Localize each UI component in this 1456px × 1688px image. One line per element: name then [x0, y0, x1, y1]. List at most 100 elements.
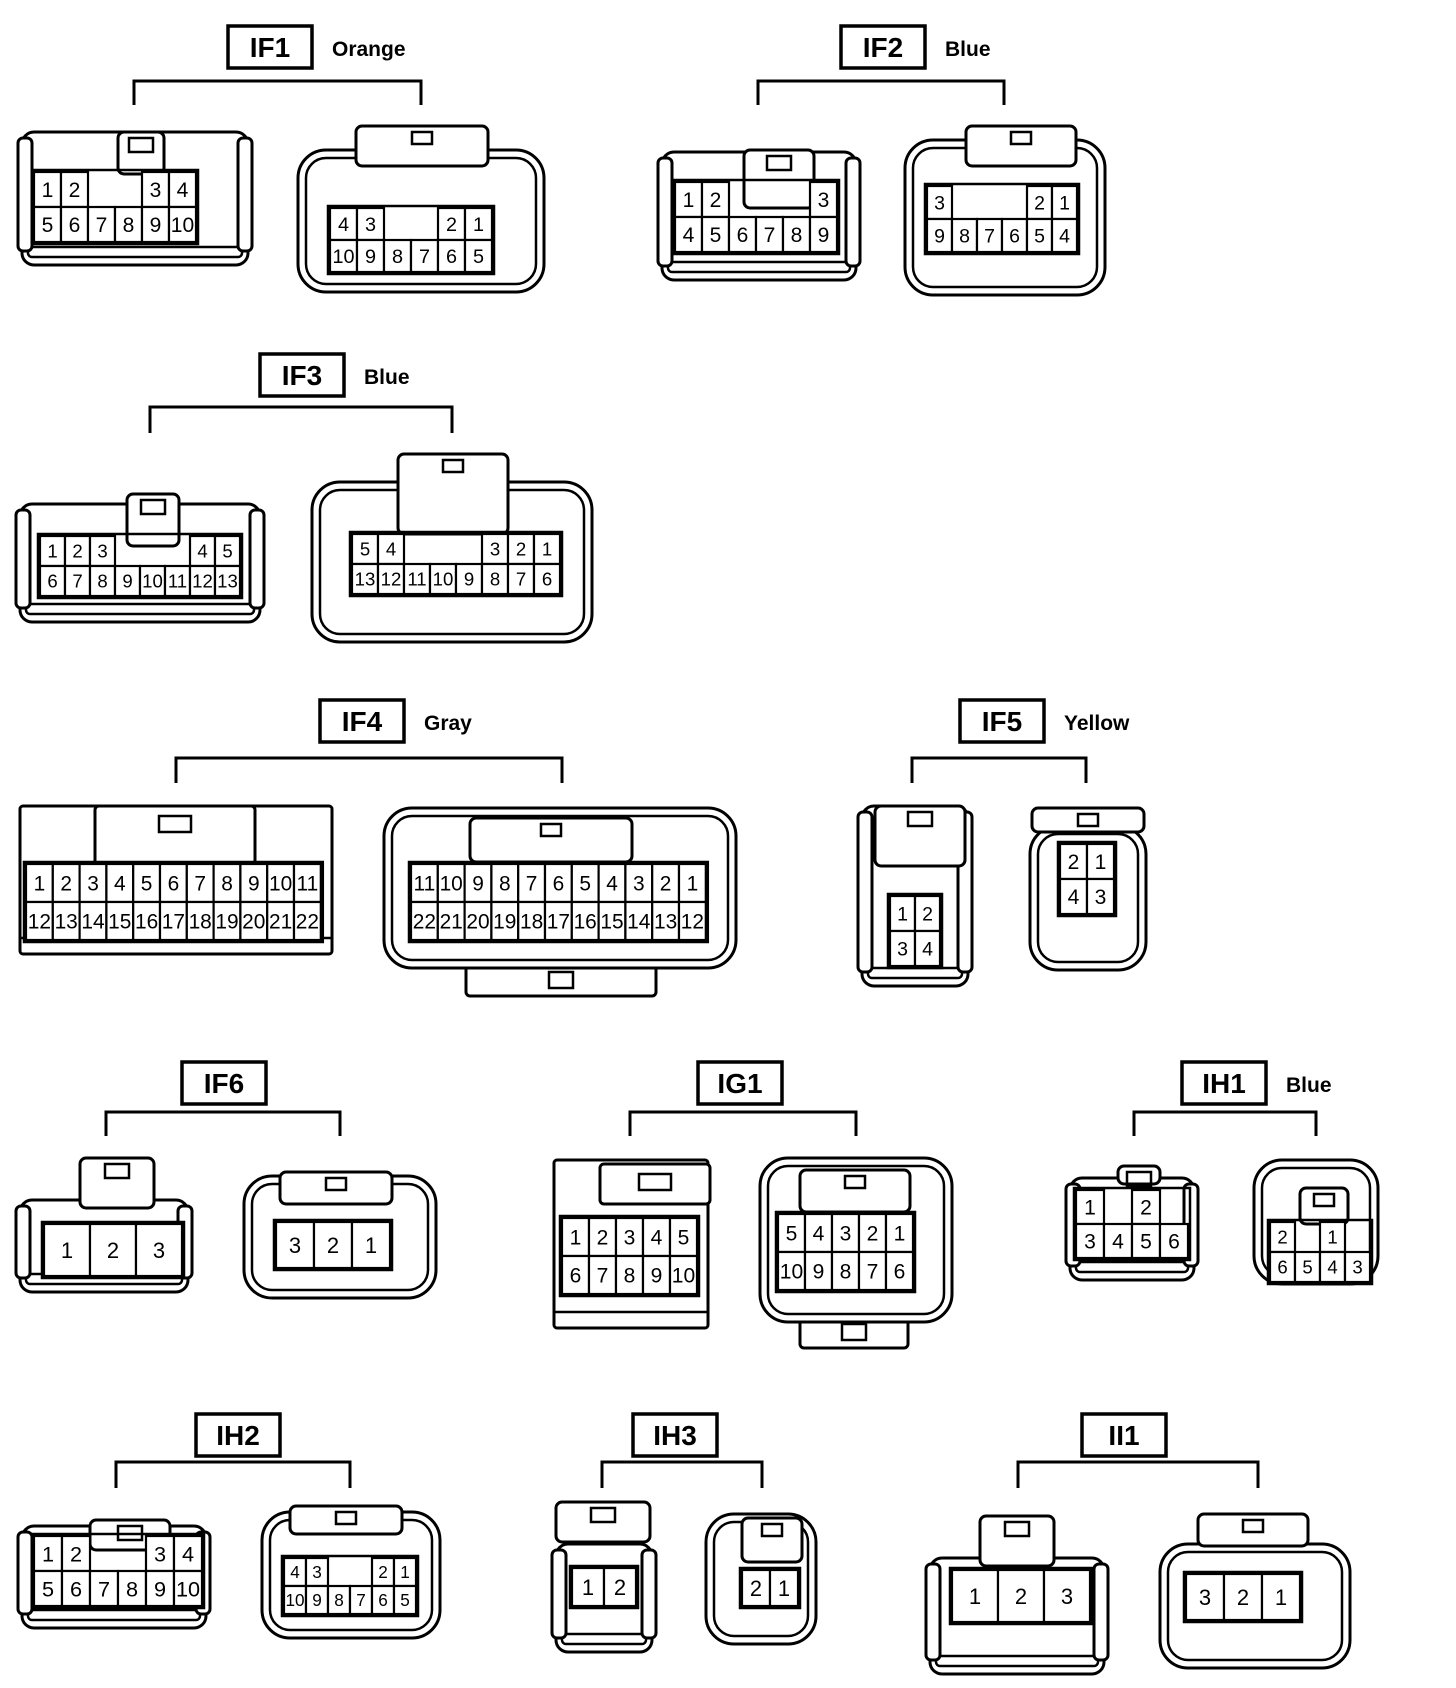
pin-cell — [132, 900, 162, 942]
pin-number: 1 — [894, 1223, 906, 1246]
lock-tab-slot — [1003, 1520, 1031, 1538]
pin-number: 2 — [516, 539, 526, 560]
pin-number: 9 — [818, 224, 830, 247]
pin-number: 19 — [493, 911, 516, 934]
pin-number: 2 — [922, 904, 933, 926]
pin-frame — [923, 182, 1081, 256]
side-latch — [550, 1548, 568, 1640]
pin-number: 2 — [446, 214, 457, 236]
connector-color: Yellow — [1064, 712, 1130, 735]
pin-number: 5 — [141, 873, 153, 896]
pin-number: 1 — [365, 1233, 377, 1258]
pin-cell — [59, 205, 90, 244]
pin-number: 6 — [1009, 226, 1020, 248]
pin-number: 10 — [176, 1576, 200, 1601]
side-latch — [924, 1562, 942, 1662]
pin-number: 9 — [312, 1590, 322, 1610]
pin-cell — [776, 1250, 807, 1292]
pin-cell — [1184, 1572, 1226, 1622]
pin-frame — [36, 532, 244, 600]
connector-id-box — [180, 1060, 268, 1106]
pin-cell — [134, 1222, 184, 1278]
pin-number: 6 — [446, 246, 457, 268]
pin-frame — [407, 860, 710, 944]
pin-cell — [32, 1569, 64, 1608]
pin-number: 2 — [1015, 1584, 1027, 1609]
connector-id-box — [1180, 1060, 1268, 1106]
pin-number: 1 — [1084, 1197, 1096, 1220]
side-latch — [16, 136, 34, 253]
pin-number: 2 — [710, 189, 722, 212]
pin-cell — [1268, 1220, 1297, 1254]
pin-number: 2 — [1068, 851, 1080, 874]
pin-number: 4 — [606, 873, 618, 896]
pin-number: 1 — [969, 1584, 981, 1609]
pin-number: 12 — [381, 569, 402, 590]
pin-number: 7 — [516, 569, 526, 590]
pin-cell — [328, 238, 359, 274]
connector-color: Gray — [424, 712, 472, 735]
connector-id-box — [958, 698, 1046, 744]
pin-number: 2 — [72, 541, 82, 562]
pin-number: 16 — [574, 911, 597, 934]
pin-number: 2 — [867, 1223, 879, 1246]
pin-number: 10 — [672, 1265, 695, 1288]
pin-cell — [768, 1568, 800, 1608]
lock-tab — [278, 1170, 394, 1206]
pin-number: 6 — [570, 1265, 582, 1288]
pin-cell — [454, 562, 484, 596]
pin-number: 3 — [490, 539, 500, 560]
pin-number: 4 — [922, 939, 933, 961]
lock-tab — [125, 492, 181, 548]
lock-tab-slot — [1312, 1192, 1336, 1208]
pin-number: 3 — [633, 873, 645, 896]
pin-cell — [597, 900, 627, 942]
lock-tab-slot — [637, 1172, 673, 1192]
pin-number: 1 — [1275, 1585, 1287, 1610]
pin-number: 4 — [338, 214, 349, 236]
pin-number: 5 — [42, 1576, 54, 1601]
pin-cell — [88, 534, 117, 568]
pin-number: 14 — [627, 911, 650, 934]
pin-number: 1 — [473, 214, 484, 236]
pin-number: 12 — [681, 911, 704, 934]
pin-cell — [167, 205, 198, 244]
pin-cell — [808, 215, 839, 254]
connector-id-box — [696, 1060, 784, 1106]
pin-cell — [63, 534, 92, 568]
pin-cell — [24, 900, 54, 942]
lock-tab-slot — [1009, 130, 1033, 146]
pin-number: 22 — [413, 911, 436, 934]
pin-number: 20 — [242, 911, 265, 934]
pin-number: 1 — [61, 1238, 73, 1263]
pin-number: 4 — [182, 1541, 194, 1566]
pin-number: 4 — [1327, 1257, 1337, 1278]
pin-number: 4 — [651, 1227, 663, 1250]
lock-tab — [978, 1514, 1056, 1568]
pin-number: 4 — [1068, 886, 1080, 909]
pin-cell — [913, 894, 942, 933]
pin-number: 4 — [683, 224, 695, 247]
pin-number: 7 — [764, 224, 776, 247]
pin-number: 3 — [97, 541, 107, 562]
pin-number: 10 — [440, 873, 463, 896]
pin-number: 3 — [1061, 1584, 1073, 1609]
pin-cell — [781, 215, 812, 254]
side-latch — [640, 1548, 658, 1640]
pin-cell — [884, 1212, 915, 1254]
pin-frame — [948, 1566, 1094, 1626]
pin-cell — [1130, 1222, 1162, 1260]
pin-number: 3 — [312, 1562, 322, 1582]
pin-frame — [30, 1532, 206, 1610]
lock-tab — [1116, 1164, 1162, 1186]
pin-cell — [888, 929, 917, 968]
lock-tab — [396, 452, 510, 536]
pin-number: 1 — [897, 904, 908, 926]
pin-number: 12 — [28, 911, 51, 934]
pin-number: 2 — [1140, 1197, 1152, 1220]
pin-cell — [409, 862, 439, 904]
